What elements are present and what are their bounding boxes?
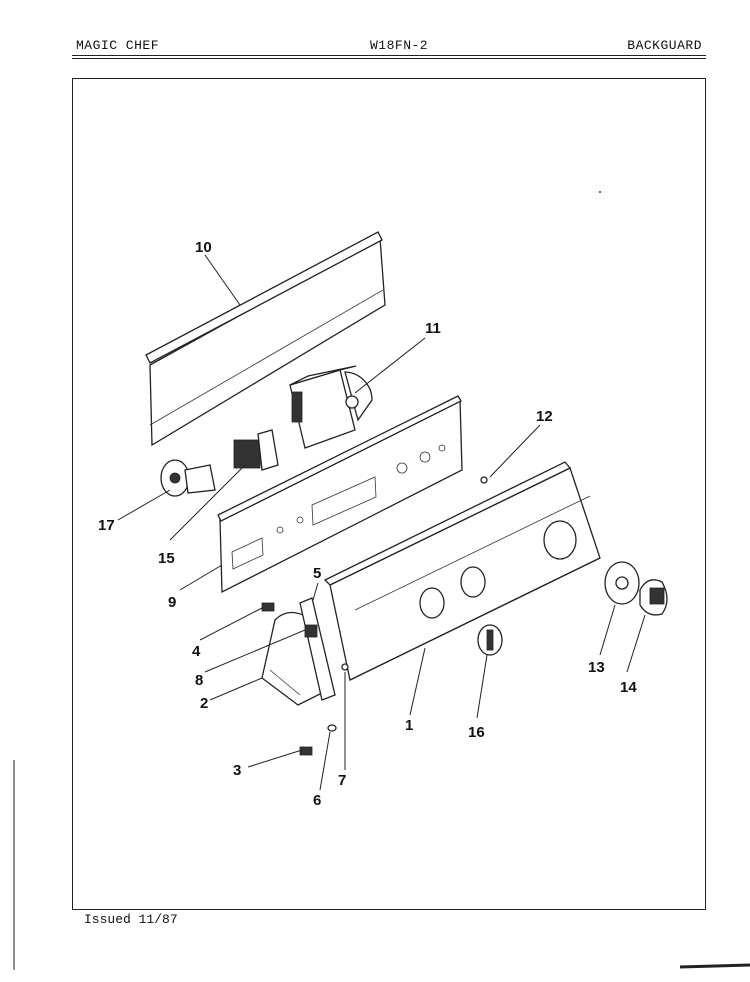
- part-15-switch: [233, 429, 279, 471]
- part-14-knob: [639, 579, 668, 616]
- part-11-timer: [289, 365, 373, 449]
- callout-2: 2: [200, 695, 208, 712]
- brand-label: MAGIC CHEF: [76, 38, 160, 53]
- header-rule-bottom: [72, 58, 706, 59]
- part-4-clip: [261, 602, 275, 612]
- part-5-trim: [299, 597, 336, 701]
- callout-12: 12: [536, 408, 553, 425]
- callout-5: 5: [313, 565, 321, 582]
- callout-14: 14: [620, 679, 637, 696]
- callout-13: 13: [588, 659, 605, 676]
- issued-date: Issued 11/87: [84, 912, 178, 927]
- part-16-knob: [477, 624, 503, 656]
- part-6-screw: [327, 724, 337, 732]
- header-rule-top: [72, 55, 706, 56]
- leader-lines: [117, 254, 646, 791]
- model-number: W18FN-2: [370, 38, 429, 53]
- diagram-frame: [72, 78, 706, 910]
- section-title: BACKGUARD: [627, 38, 702, 53]
- callout-4: 4: [192, 643, 201, 660]
- part-7-screw: [341, 663, 349, 671]
- part-12-screw: [480, 476, 488, 484]
- part-9-control-panel: [217, 395, 463, 594]
- callout-15: 15: [158, 550, 175, 567]
- part-8-bracket: [304, 624, 318, 638]
- scan-speck: [599, 191, 601, 193]
- callout-16: 16: [468, 724, 485, 741]
- part-10-rear-cover: [145, 231, 386, 447]
- part-1-backguard: [323, 461, 601, 681]
- callout-11: 11: [425, 320, 441, 337]
- part-17-selector: [160, 459, 216, 497]
- callout-1: 1: [405, 717, 413, 734]
- callout-9: 9: [168, 594, 176, 611]
- callout-labels: 10 11 12 17 15 9 5 4 8 2 3 6 7 1 16 13 1…: [98, 239, 637, 809]
- scan-corner-mark: [679, 963, 750, 969]
- callout-10: 10: [195, 239, 212, 256]
- part-13-dial: [604, 561, 640, 605]
- callout-3: 3: [233, 762, 241, 779]
- callout-17: 17: [98, 517, 115, 534]
- part-3-clip: [299, 746, 313, 756]
- callout-6: 6: [313, 792, 321, 809]
- callout-7: 7: [338, 772, 346, 789]
- callout-8: 8: [195, 672, 203, 689]
